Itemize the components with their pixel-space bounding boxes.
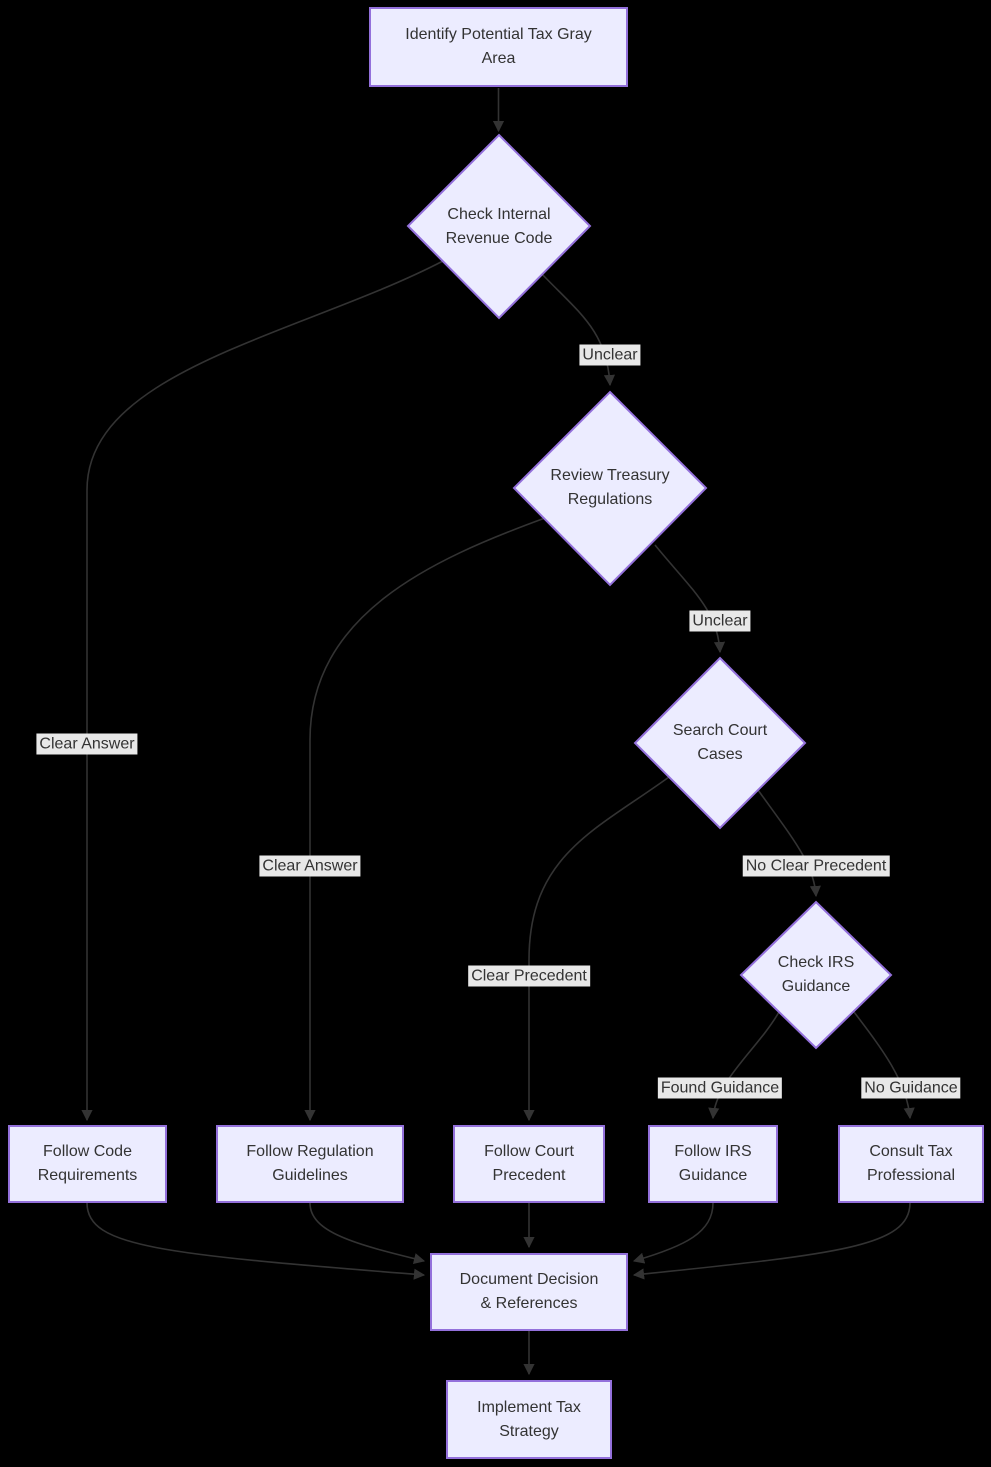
node-follow-court-precedent: Follow Court Precedent (453, 1125, 605, 1203)
node-document-decision-references: Document Decision & References (430, 1253, 628, 1331)
edge-label-unclear-irc: Unclear (579, 344, 641, 366)
node-label-line: Identify Potential Tax Gray (405, 26, 592, 43)
edge-label-clear-precedent: Clear Precedent (468, 965, 590, 987)
node-label-line: Area (481, 50, 516, 67)
node-check-irs-guidance-label: Check IRS Guidance (777, 954, 855, 995)
node-search-court-shape (633, 656, 807, 830)
node-label-line: Follow Regulation (246, 1143, 374, 1160)
node-follow-code-requirements: Follow Code Requirements (8, 1125, 167, 1203)
node-review-treasury-shape (512, 390, 708, 587)
edge-search-court-to-follow-court (523, 776, 670, 1122)
edge-follow-irs-to-document (632, 1202, 714, 1264)
node-label-line: Follow Code (43, 1143, 132, 1160)
node-consult-tax-professional: Consult Tax Professional (838, 1125, 984, 1203)
node-label-line: Strategy (499, 1422, 559, 1440)
edge-review-treasury-to-search-court (654, 544, 726, 654)
edge-label-clear-answer-irc: Clear Answer (36, 733, 138, 755)
node-label-line: & References (480, 1295, 578, 1312)
edge-review-treasury-to-follow-regulation (304, 517, 546, 1122)
node-follow-regulation-guidelines: Follow Regulation Guidelines (216, 1125, 404, 1203)
edge-label-no-guidance: No Guidance (861, 1077, 961, 1099)
node-follow-irs-guidance: Follow IRS Guidance (648, 1125, 778, 1203)
edge-follow-code-to-document (86, 1202, 426, 1280)
node-search-court-cases-label: Search Court Cases (672, 722, 768, 763)
node-implement-tax-strategy: Implement Tax Strategy (446, 1380, 612, 1459)
node-label-line: Consult Tax (869, 1143, 953, 1160)
node-label-line: Follow Court (484, 1143, 574, 1160)
node-identify-potential-tax-gray-area: Identify Potential Tax Gray Area (369, 7, 628, 87)
node-label-line: Guidelines (272, 1167, 348, 1184)
node-label-line: Professional (866, 1167, 956, 1184)
node-check-irs-shape (739, 900, 893, 1050)
edge-label-found-guidance: Found Guidance (657, 1077, 783, 1099)
node-review-treasury-regulations-label: Review Treasury Regulations (550, 467, 670, 508)
node-check-irc-shape (406, 133, 592, 320)
edge-search-court-to-check-irs (757, 789, 821, 898)
edge-label-clear-answer-treasury: Clear Answer (259, 855, 361, 877)
node-check-internal-revenue-code-label: Check Internal Revenue Code (445, 206, 553, 247)
edge-check-irs-to-follow-irs (708, 1011, 780, 1120)
edge-follow-regulation-to-document (309, 1202, 426, 1265)
edge-label-unclear-treasury: Unclear (689, 610, 751, 632)
node-label-line: Guidance (678, 1167, 748, 1184)
edge-consult-tax-to-document (632, 1202, 911, 1280)
edge-check-irc-to-follow-code (81, 260, 444, 1122)
node-label-line: Implement Tax (477, 1398, 581, 1416)
edge-check-irc-to-review-treasury (539, 271, 616, 387)
node-label-line: Requirements (37, 1167, 138, 1184)
node-label-line: Precedent (492, 1167, 566, 1184)
node-label-line: Follow IRS (674, 1143, 752, 1160)
edge-check-irs-to-consult-tax (853, 1011, 915, 1120)
node-label-line: Document Decision (459, 1271, 599, 1288)
edge-label-no-clear-precedent: No Clear Precedent (742, 855, 890, 877)
